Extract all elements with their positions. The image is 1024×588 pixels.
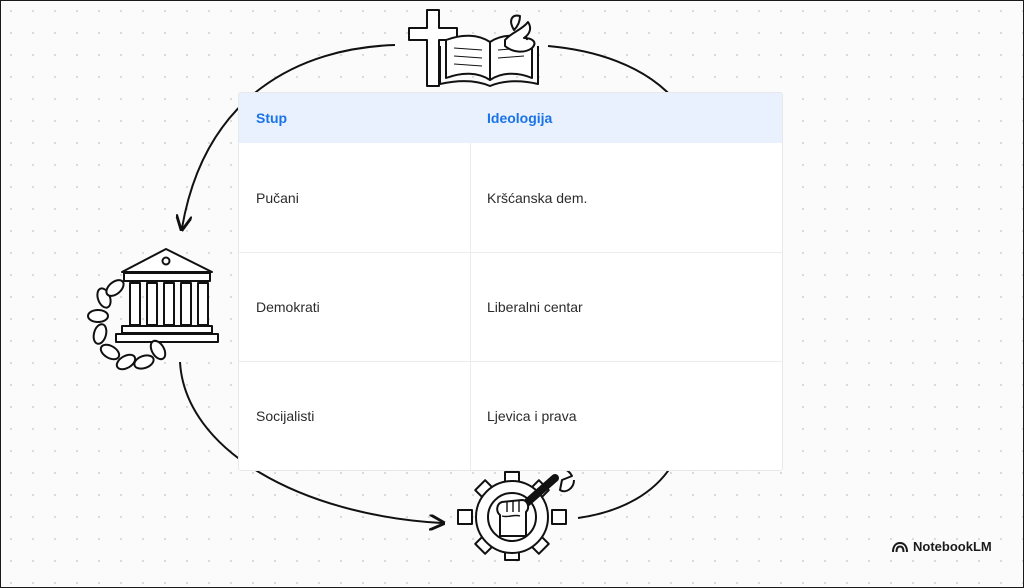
arrow-left-to-bottom [179,361,442,523]
table-cell: Kršćanska dem. [487,189,588,206]
table-cell: Pučani [256,189,299,206]
table-cell: Liberalni centar [487,298,583,315]
table-cell: Demokrati [256,298,320,315]
pillars-table: Stup Ideologija Pučani Kršćanska dem. De… [238,92,783,471]
column-divider [470,143,471,470]
table-cell: Socijalisti [256,407,315,424]
header-stup: Stup [256,110,288,126]
arrow-top-to-left [182,44,396,228]
government-building-with-chain-icon [87,248,219,371]
header-ideologija: Ideologija [487,110,553,126]
cross-bible-dove-icon [408,9,539,87]
brand-name: NotebookLM [913,539,992,554]
table-header [239,93,782,143]
gear-with-fist-and-wrench-icon [457,466,575,561]
notebooklm-logo-icon [892,541,908,552]
row-divider [239,361,782,362]
notebooklm-brand: NotebookLM [892,539,992,554]
row-divider [239,252,782,253]
table-cell: Ljevica i prava [487,407,577,424]
